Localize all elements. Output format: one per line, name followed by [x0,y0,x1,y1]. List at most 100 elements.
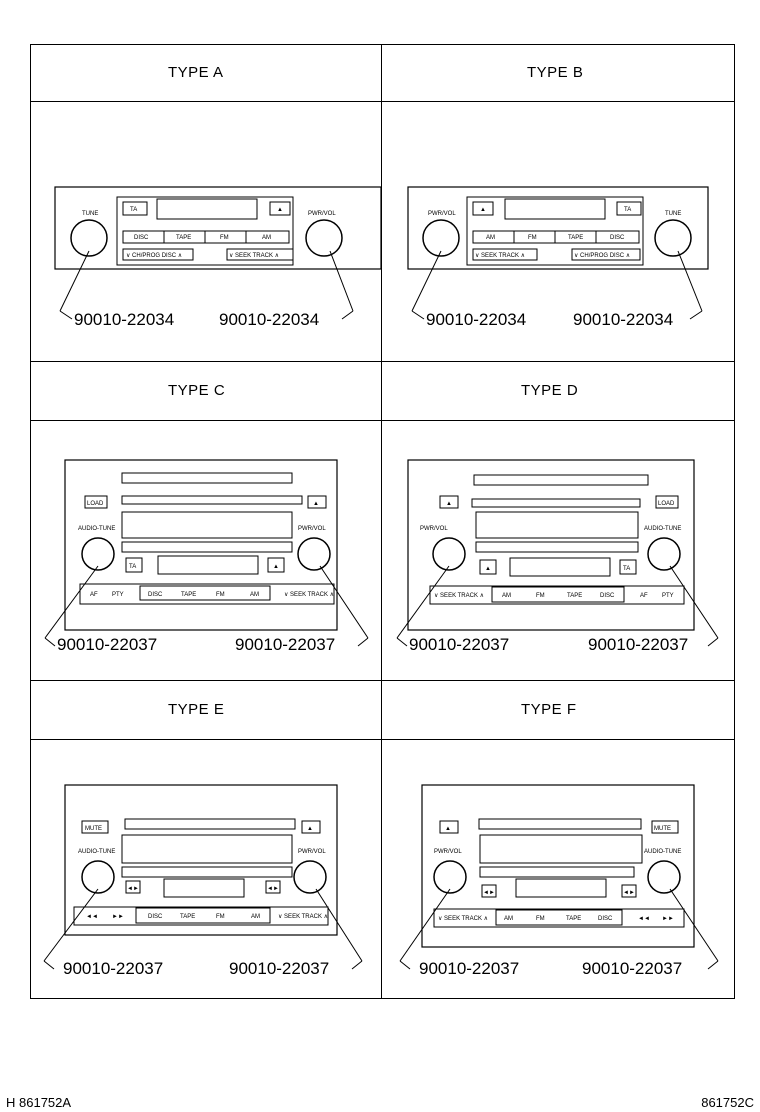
part-number-left: 90010-22037 [419,959,519,978]
seek-track-button-label: ∨ SEEK TRACK ∧ [278,914,328,920]
type-c-radio-figure: LOAD ▲ TA ▲ DISC TAPE FM AM AF PTY ∨ SEE… [44,459,369,654]
part-number-left: 90010-22037 [409,635,509,654]
eject-button-label: ▲ [446,501,452,507]
type-b-radio-figure: ▲ TA AM FM TAPE DISC ∨ SEEK TRACK ∧ ∨ CH… [407,186,709,329]
tape-button-label: TAPE [181,592,196,598]
eject-button-label: ▲ [307,826,313,832]
part-number-left: 90010-22034 [74,310,174,329]
fast-forward-button-label: ►► [112,914,124,920]
tape-button-label: TAPE [568,235,583,241]
ch-prog-disc-button-label: ∨ CH/PROG DISC ∧ [574,253,630,259]
eject-button-label: ▲ [273,564,279,570]
am-button-label: AM [262,235,271,241]
eject-button-label: ▲ [277,207,283,213]
disc-button-label: DISC [598,916,613,922]
fm-button-label: FM [216,914,225,920]
disc-button-label: DISC [148,914,163,920]
pwr-vol-knob-label: PWR/VOL [298,526,326,532]
part-number-right: 90010-22037 [582,959,682,978]
eject-button-label: ▲ [445,826,451,832]
load-button-label: LOAD [658,501,675,507]
rewind-forward-button-label: ◄► [127,886,139,892]
mute-button-label: MUTE [85,826,102,832]
grid-divider [30,739,735,740]
fm-button-label: FM [536,916,545,922]
type-f-label: TYPE F [521,701,577,718]
ch-prog-disc-button-label: ∨ CH/PROG DISC ∧ [126,253,182,259]
af-button-label: AF [90,592,98,598]
part-number-right: 90010-22037 [229,959,329,978]
mute-button-label: MUTE [654,826,671,832]
figure-grid [30,44,735,999]
type-b-label: TYPE B [527,64,584,81]
pwr-vol-knob-label: PWR/VOL [298,849,326,855]
grid-divider [30,361,735,362]
ta-button-label: TA [130,207,137,213]
audio-tune-knob-label: AUDIO-TUNE [78,526,115,532]
part-number-right: 90010-22034 [573,310,673,329]
rewind-button-label: ◄◄ [638,916,650,922]
tune-knob-label: TUNE [665,211,681,217]
disc-button-label: DISC [610,235,625,241]
disc-button-label: DISC [600,593,615,599]
pwr-vol-knob-label: PWR/VOL [428,211,456,217]
am-button-label: AM [251,914,260,920]
fm-button-label: FM [528,235,537,241]
type-d-radio-figure: ▲ LOAD ▲ TA AM FM TAPE DISC AF PTY ∨ SEE… [396,459,719,654]
ta-button-label: TA [623,566,630,572]
disc-button-label: DISC [134,235,149,241]
pwr-vol-knob-label: PWR/VOL [420,526,448,532]
am-button-label: AM [250,592,259,598]
part-number-right: 90010-22034 [219,310,319,329]
tune-knob-label: TUNE [82,211,98,217]
load-button-label: LOAD [87,501,104,507]
seek-track-button-label: ∨ SEEK TRACK ∧ [434,593,484,599]
am-button-label: AM [486,235,495,241]
pty-button-label: PTY [112,592,124,598]
rewind-forward-button-label: ◄► [483,890,495,896]
footer-right-code: 861752C [701,1095,754,1110]
tape-button-label: TAPE [180,914,195,920]
grid-divider-vertical [381,44,382,999]
rewind-forward-button-label: ◄► [623,890,635,896]
eject-button-label: ▲ [485,566,491,572]
grid-divider [30,101,735,102]
am-button-label: AM [504,916,513,922]
pty-button-label: PTY [662,593,674,599]
seek-track-button-label: ∨ SEEK TRACK ∧ [438,916,488,922]
grid-divider [30,680,735,681]
part-number-left: 90010-22037 [63,959,163,978]
tape-button-label: TAPE [176,235,191,241]
part-number-left: 90010-22037 [57,635,157,654]
seek-track-button-label: ∨ SEEK TRACK ∧ [229,253,279,259]
eject-button-label: ▲ [313,501,319,507]
fm-button-label: FM [220,235,229,241]
fm-button-label: FM [216,592,225,598]
fast-forward-button-label: ►► [662,916,674,922]
tape-button-label: TAPE [567,593,582,599]
type-e-label: TYPE E [168,701,225,718]
seek-track-button-label: ∨ SEEK TRACK ∧ [284,592,334,598]
audio-tune-knob-label: AUDIO-TUNE [644,849,681,855]
rewind-button-label: ◄◄ [86,914,98,920]
type-a-label: TYPE A [168,64,224,81]
eject-button-label: ▲ [480,207,486,213]
type-f-radio-figure: ▲ MUTE ◄► ◄► AM FM TAPE DISC ◄◄ ►► ∨ SEE… [399,784,719,978]
type-d-label: TYPE D [521,382,579,399]
part-number-right: 90010-22037 [235,635,335,654]
af-button-label: AF [640,593,648,599]
part-number-right: 90010-22037 [588,635,688,654]
footer-left-code: H 861752A [6,1095,72,1110]
rewind-forward-button-label: ◄► [267,886,279,892]
type-c-label: TYPE C [168,382,226,399]
fm-button-label: FM [536,593,545,599]
disc-button-label: DISC [148,592,163,598]
audio-tune-knob-label: AUDIO-TUNE [78,849,115,855]
grid-divider [30,420,735,421]
am-button-label: AM [502,593,511,599]
type-a-radio-figure: TA ▲ DISC TAPE FM AM ∨ CH/PROG DISC ∧ ∨ … [54,186,381,329]
type-e-radio-figure: MUTE ▲ ◄► ◄► DISC TAPE FM AM ◄◄ ►► ∨ SEE… [43,784,363,978]
tape-button-label: TAPE [566,916,581,922]
ta-button-label: TA [129,564,136,570]
pwr-vol-knob-label: PWR/VOL [434,849,462,855]
